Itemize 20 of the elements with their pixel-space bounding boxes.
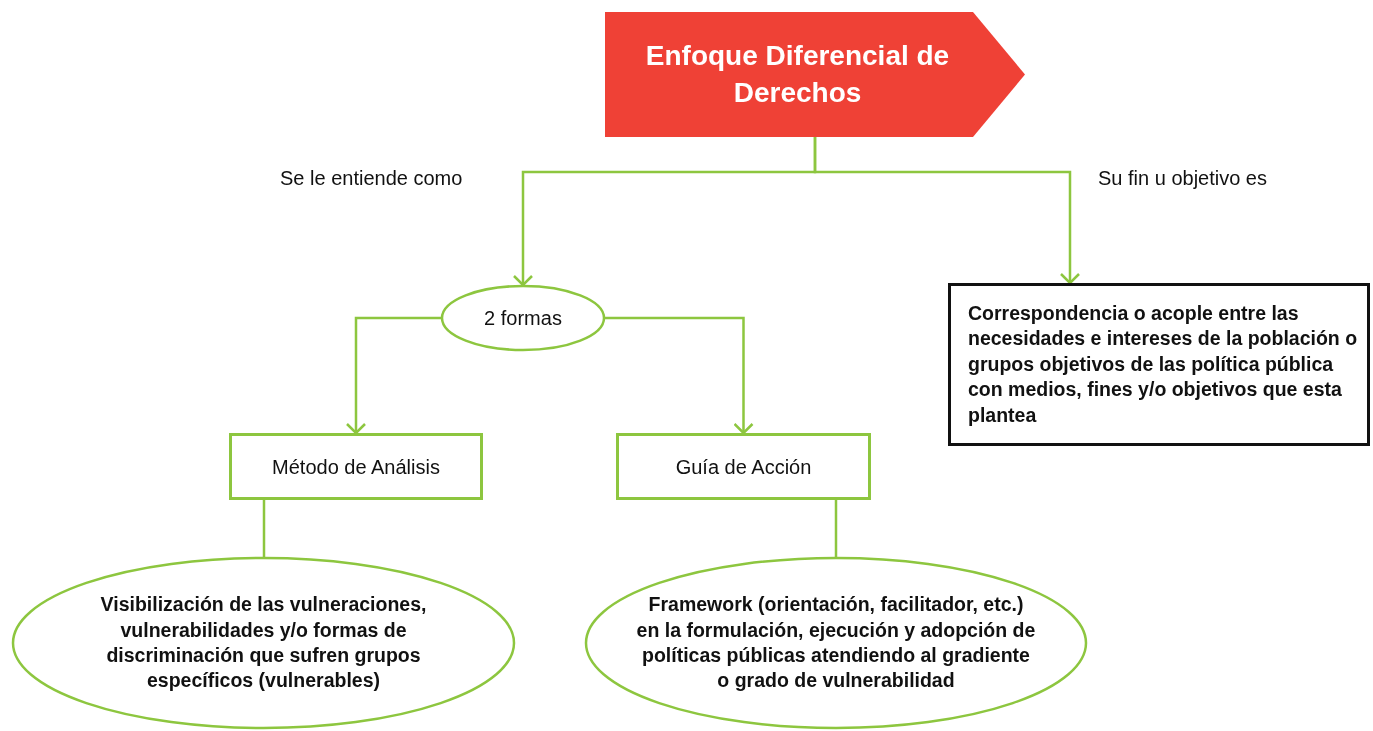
node-text: 2 formas <box>484 306 562 331</box>
arrow <box>345 316 441 435</box>
process-box <box>616 433 871 500</box>
title-arrow-shape <box>605 12 1025 137</box>
ellipse-node <box>441 285 605 351</box>
edge-label: Su fin u objetivo es <box>1098 167 1267 190</box>
ellipse-node <box>12 557 515 729</box>
process-box <box>229 433 483 500</box>
node-text: Método de Análisis <box>272 454 440 480</box>
arrow <box>605 316 754 435</box>
text-box <box>948 283 1370 446</box>
arrow <box>813 137 1081 285</box>
ellipse-node <box>585 557 1087 729</box>
node-text: Framework (orientación, facilitador, etc.) en la formulación, ejecución y adopción de políticas públicas atendiendo al gradiente o grado de vulnerabilidad <box>635 592 1037 694</box>
connector-line <box>262 500 266 557</box>
connector-line <box>834 500 838 557</box>
node-text: Correspondencia o acople entre las necesidades e intereses de la población o grupos objetivos de las política pública con medios, fines y/o objetivos que esta plantea <box>968 301 1359 428</box>
node-text: Visibilización de las vulneraciones, vulnerabilidades y/o formas de discriminación que sufren grupos específicos (vulnerables) <box>99 592 428 694</box>
title-text: Enfoque Diferencial de Derechos <box>645 39 950 110</box>
node-text: Guía de Acción <box>675 454 812 480</box>
